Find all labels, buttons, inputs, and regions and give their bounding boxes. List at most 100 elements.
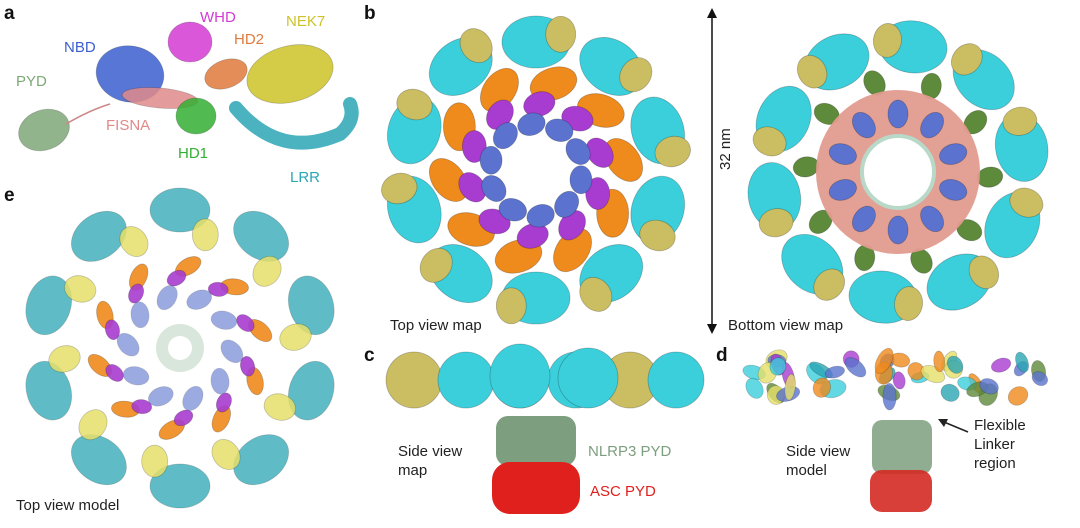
nek7-ribbon xyxy=(64,275,97,303)
whd-density xyxy=(461,130,487,163)
whd-ribbon xyxy=(173,409,194,427)
nbd-density xyxy=(565,138,591,165)
side-view-map-caption-2: map xyxy=(398,462,428,479)
lrr-ribbon xyxy=(70,434,127,486)
nek7-density xyxy=(639,219,676,252)
side-lrr-density xyxy=(489,343,551,409)
asc-pyd-filament xyxy=(492,462,580,514)
nlrp3-pyd-model xyxy=(872,420,932,474)
linker-label-1: Flexible xyxy=(974,417,1026,434)
nek7-density xyxy=(619,57,653,93)
side-model-helix xyxy=(824,365,845,379)
asc-pyd-model xyxy=(870,470,932,512)
lrr-domain xyxy=(229,97,359,150)
nbd-density xyxy=(481,175,507,202)
nek7-ribbon xyxy=(279,323,312,351)
domain-label-fisna: FISNA xyxy=(106,117,151,134)
panel-a-structure xyxy=(18,21,359,152)
side-view-model xyxy=(742,347,1049,512)
side-model-helix xyxy=(1007,386,1029,406)
whd-density xyxy=(558,210,586,241)
panel-label-c: c xyxy=(364,345,375,366)
nek7-density xyxy=(813,268,846,301)
side-view-map-caption-1: Side view xyxy=(398,443,463,460)
nek7-density xyxy=(1002,106,1038,136)
nbd-ribbon xyxy=(186,289,213,310)
nek7-density xyxy=(381,172,418,205)
linker-label-3: region xyxy=(974,455,1016,472)
panel-label-d: d xyxy=(716,345,728,366)
whd-ribbon xyxy=(128,283,145,304)
nbd-density xyxy=(887,215,909,245)
lrr-ribbon xyxy=(287,360,335,421)
pyd-domain xyxy=(18,108,70,152)
lrr-ribbon xyxy=(233,434,290,486)
nek7-ribbon xyxy=(119,226,149,257)
whd-density xyxy=(458,172,487,203)
domain-label-lrr: LRR xyxy=(290,169,321,186)
hd2-density xyxy=(553,228,593,273)
nek7-density xyxy=(545,15,577,53)
whd-ribbon xyxy=(215,392,232,413)
side-model-helix xyxy=(812,377,831,398)
nlrp3-pyd-filament xyxy=(496,416,576,466)
side-model-helix xyxy=(1015,351,1030,373)
nbd-ribbon xyxy=(210,367,230,395)
nbd-ribbon xyxy=(116,332,140,357)
domain-label-pyd: PYD xyxy=(16,73,47,90)
hd1-domain xyxy=(175,97,217,135)
nbd-density xyxy=(569,165,593,195)
nek7-density xyxy=(758,208,794,238)
domain-label-nbd: NBD xyxy=(64,39,96,56)
side-model-helix xyxy=(874,347,894,375)
nek7-density xyxy=(419,247,453,283)
nbd-density xyxy=(492,122,518,150)
side-model-helix xyxy=(769,357,787,376)
whd-density xyxy=(585,177,611,210)
nbd-ribbon xyxy=(156,285,178,311)
nbd-density xyxy=(920,111,945,139)
hd2-domain xyxy=(204,58,248,90)
scale-bar xyxy=(707,8,717,334)
hd2-density xyxy=(603,138,644,182)
whd-ribbon xyxy=(240,355,256,377)
side-view-map xyxy=(385,343,705,514)
side-model-helix xyxy=(745,377,764,399)
nbd-density xyxy=(887,99,909,129)
scale-bar-label: 32 nm xyxy=(717,128,734,170)
nbd-ribbon xyxy=(130,301,150,329)
side-view-model-caption-1: Side view xyxy=(786,443,851,460)
panel-label-b: b xyxy=(364,3,376,24)
whd-ribbon xyxy=(105,364,124,382)
nbd-density xyxy=(545,118,574,142)
lrr-ribbon xyxy=(233,210,290,262)
whd-ribbon xyxy=(166,269,187,287)
domain-label-nek7: NEK7 xyxy=(286,13,326,30)
asc-pyd-label: ASC PYD xyxy=(590,483,656,500)
nek7-ribbon xyxy=(211,439,241,470)
nbd-density xyxy=(939,179,968,201)
top-view-model-caption: Top view model xyxy=(16,497,120,514)
whd-density xyxy=(516,223,549,249)
whd-ribbon xyxy=(207,281,229,297)
panel-label-a: a xyxy=(4,3,15,24)
nbd-ribbon xyxy=(220,339,244,364)
nek7-ribbon xyxy=(48,345,81,373)
domain-label-hd2: HD2 xyxy=(234,31,265,48)
side-lrr-density xyxy=(437,351,495,409)
nek7-density xyxy=(873,23,902,58)
side-model-helix xyxy=(933,350,946,373)
nbd-density xyxy=(828,179,857,201)
nek7-ribbon xyxy=(78,409,108,441)
domain-label-whd: WHD xyxy=(200,9,236,26)
side-model-helix xyxy=(940,383,960,402)
nbd-density xyxy=(851,205,876,233)
nek7-density xyxy=(1009,187,1044,218)
nbd-density xyxy=(851,111,876,139)
lrr-ribbon xyxy=(25,360,73,421)
linker-label-2: Linker xyxy=(974,436,1015,453)
nbd-ribbon xyxy=(182,385,204,411)
nek7-density xyxy=(579,276,613,312)
side-lrr-density xyxy=(557,347,619,409)
